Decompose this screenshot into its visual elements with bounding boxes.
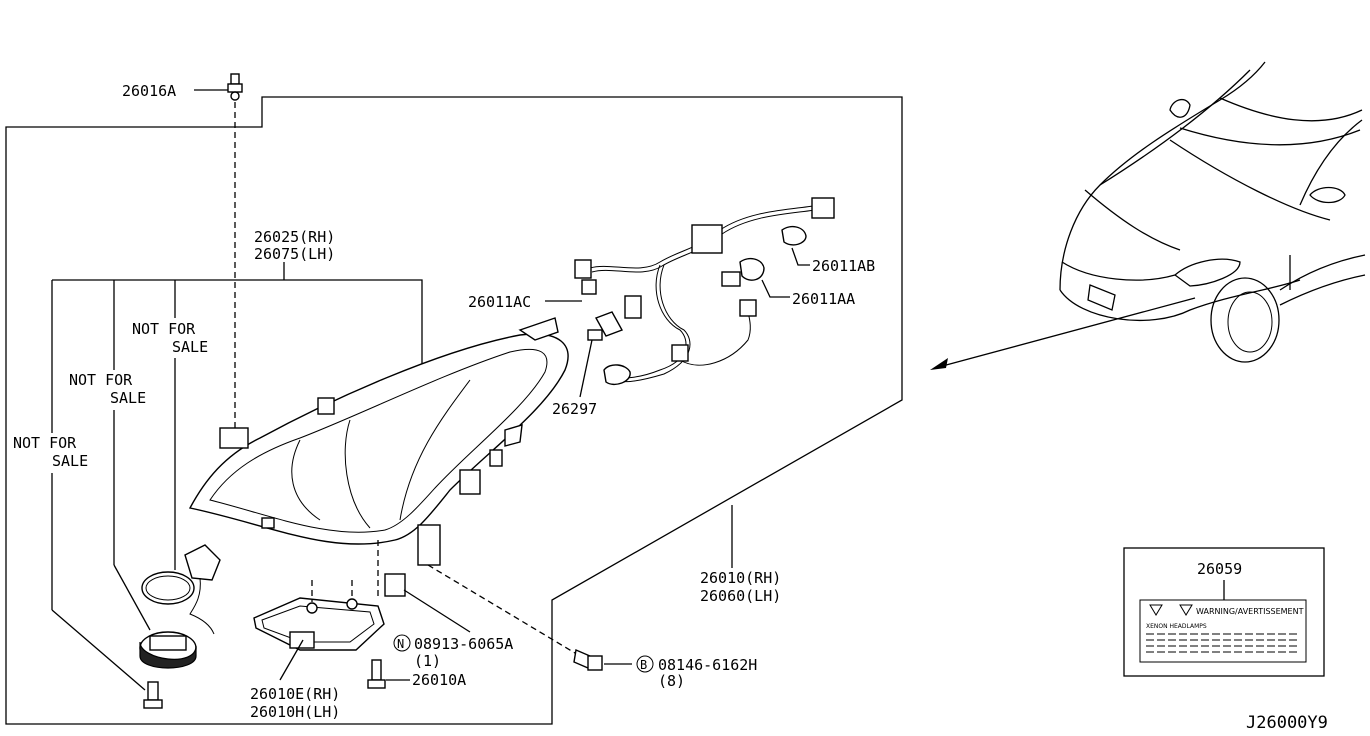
symbol-N-text: N xyxy=(397,637,404,651)
hid-igniter[interactable] xyxy=(139,544,221,669)
screw-26010A[interactable] xyxy=(367,659,386,689)
clip-08913[interactable] xyxy=(384,573,406,597)
warning-triangle-icon xyxy=(1149,604,1163,616)
bulb-26011AC[interactable] xyxy=(587,311,624,341)
bulb-26011AB[interactable] xyxy=(781,225,807,246)
arrow-location xyxy=(934,297,1196,369)
leader-26297 xyxy=(579,339,593,398)
vehicle-illustration xyxy=(1059,61,1366,363)
nfs-c-line1: NOT FOR xyxy=(132,320,196,338)
bracket-26025 xyxy=(52,262,423,370)
ballast-unit[interactable] xyxy=(253,597,385,651)
nfs-c-line2: SALE xyxy=(172,338,208,356)
wiring-harness[interactable] xyxy=(574,197,835,386)
symbol-B-text: B xyxy=(640,658,647,672)
label-26025: 26025(RH) xyxy=(254,228,335,246)
symbol-N xyxy=(393,634,411,652)
leader-08913 xyxy=(403,589,471,633)
label-26010: 26010(RH) xyxy=(700,569,781,587)
label-26011AA: 26011AA xyxy=(792,290,855,308)
label-26075: 26075(LH) xyxy=(254,245,335,263)
label-26297: 26297 xyxy=(552,400,597,418)
nfs-a-line1: NOT FOR xyxy=(13,434,77,452)
seal-ring[interactable] xyxy=(141,571,195,605)
nfs-a-line2: SALE xyxy=(52,452,88,470)
nfs-b-line2: SALE xyxy=(110,389,146,407)
assembly-frame xyxy=(5,96,903,725)
warning-subtitle: XENON HEADLAMPS xyxy=(1146,623,1207,630)
label-26016A: 26016A xyxy=(122,82,176,100)
label-08146-qty: (8) xyxy=(658,672,685,690)
leader-26011AA xyxy=(761,279,790,298)
label-26010A: 26010A xyxy=(412,671,466,689)
bolt-26016A[interactable] xyxy=(227,73,243,101)
leader-ring xyxy=(113,564,151,631)
diagram-id: J26000Y9 xyxy=(1246,713,1328,733)
label-26060: 26060(LH) xyxy=(700,587,781,605)
symbol-B xyxy=(636,655,654,673)
label-08913: 08913-6065A xyxy=(414,635,513,653)
label-26011AC: 26011AC xyxy=(468,293,531,311)
leader-screw xyxy=(51,609,146,691)
screw-left[interactable] xyxy=(143,681,163,709)
label-26010H: 26010H(LH) xyxy=(250,703,340,721)
warning-sticker[interactable]: WARNING/AVERTISSEMENT XENON HEADLAMPS xyxy=(1139,599,1307,663)
label-26059: 26059 xyxy=(1197,560,1242,578)
arrow-head xyxy=(930,358,948,370)
headlamp-housing[interactable] xyxy=(188,317,569,566)
leader-26011AB xyxy=(791,247,810,266)
warning-title: WARNING/AVERTISSEMENT xyxy=(1196,607,1304,616)
label-08913-qty: (1) xyxy=(414,652,441,670)
bolt-08146[interactable] xyxy=(573,649,603,671)
bulb-26011AA[interactable] xyxy=(721,257,765,287)
label-26011AB: 26011AB xyxy=(812,257,875,275)
leader-26010E xyxy=(279,639,304,681)
label-26010E: 26010E(RH) xyxy=(250,685,340,703)
warning-triangle-icon-2 xyxy=(1179,604,1193,616)
label-box-26059 xyxy=(1123,547,1325,677)
nfs-b-line1: NOT FOR xyxy=(69,371,133,389)
label-08146: 08146-6162H xyxy=(658,656,757,674)
